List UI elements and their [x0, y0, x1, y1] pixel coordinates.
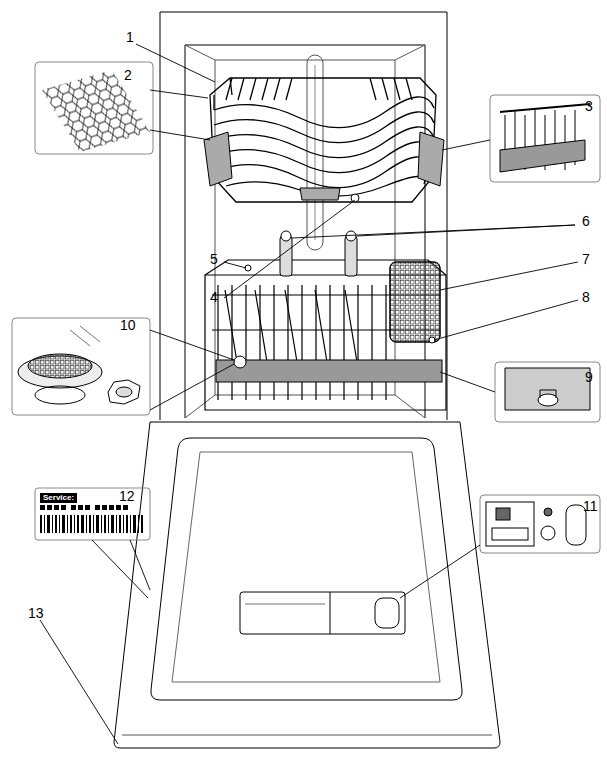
- service-label: Service:: [40, 493, 77, 503]
- callout-number: 12: [119, 489, 135, 503]
- rack-clip: [345, 236, 357, 276]
- inset-service-label: [35, 488, 150, 540]
- inset-sump: [495, 362, 600, 422]
- callout-number: 4: [210, 290, 218, 304]
- inset-dispenser: [480, 495, 600, 553]
- callout-number: 8: [582, 290, 590, 304]
- upper-rack: [210, 78, 436, 202]
- inset-tines: [490, 95, 600, 182]
- inset-filter: [12, 318, 150, 415]
- callout-number: 1: [126, 30, 134, 44]
- callout-number: 6: [582, 214, 590, 228]
- cabinet-outline: [160, 12, 447, 420]
- callout-number: 10: [120, 318, 136, 332]
- barcode: [40, 515, 143, 533]
- rack-band: [216, 360, 442, 382]
- door-inner-panel: [151, 438, 462, 700]
- inset-cup-rack: [42, 70, 150, 152]
- callout-number: 7: [582, 252, 590, 266]
- tub-back: [215, 60, 395, 395]
- callout-number: 2: [124, 68, 132, 82]
- detergent-dispenser: [240, 592, 405, 634]
- callout-number: 9: [585, 370, 593, 384]
- cutlery-basket: [390, 262, 440, 342]
- serial-digits: [40, 505, 128, 510]
- lower-rack: [205, 260, 446, 410]
- rack-clip: [280, 236, 292, 276]
- door-outline: [114, 422, 500, 748]
- callout-number: 13: [28, 606, 44, 620]
- callout-number: 3: [585, 99, 593, 113]
- leader-lines: [40, 44, 578, 744]
- callout-number: 11: [583, 499, 598, 513]
- callout-number: 5: [210, 252, 218, 266]
